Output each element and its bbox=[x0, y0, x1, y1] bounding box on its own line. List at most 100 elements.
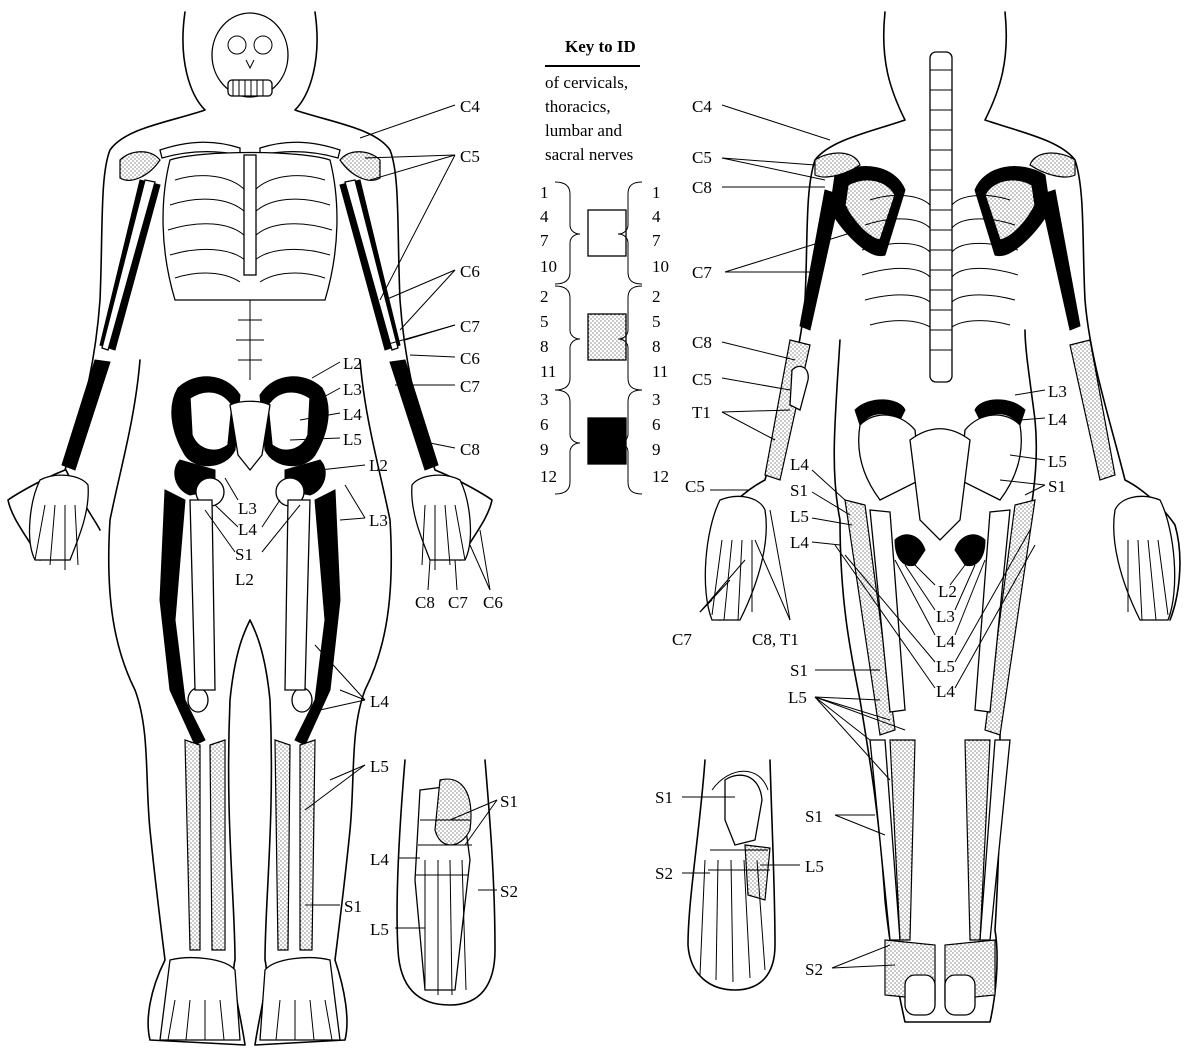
label-back-s1-c: S1 bbox=[790, 661, 808, 680]
key-number: 9 bbox=[540, 440, 549, 459]
label-front-c8: C8 bbox=[460, 440, 480, 459]
key-number: 8 bbox=[540, 337, 549, 356]
key-number: 7 bbox=[652, 231, 661, 250]
key-number: 6 bbox=[540, 415, 549, 434]
label-front-s1-b: S1 bbox=[344, 897, 362, 916]
back-foot-inset bbox=[688, 760, 775, 990]
key-subtitle-line-1: of cervicals, bbox=[545, 73, 628, 92]
label-back-s1-b: S1 bbox=[790, 481, 808, 500]
label-front-l3-a: L3 bbox=[343, 380, 362, 399]
label-front-c4: C4 bbox=[460, 97, 480, 116]
label-back-l5: L5 bbox=[1048, 452, 1067, 471]
label-foot-back-l5: L5 bbox=[805, 857, 824, 876]
label-front-c6-c: C6 bbox=[483, 593, 503, 612]
label-front-l3-b: L3 bbox=[369, 511, 388, 530]
key-number: 8 bbox=[652, 337, 661, 356]
key-number: 1 bbox=[652, 183, 661, 202]
label-back-c8: C8 bbox=[692, 178, 712, 197]
label-back-c5-c: C5 bbox=[685, 477, 705, 496]
key-number: 12 bbox=[652, 467, 669, 486]
key-number: 12 bbox=[540, 467, 557, 486]
key-number: 4 bbox=[540, 207, 549, 226]
key-swatch-white bbox=[588, 210, 626, 256]
label-back-c4: C4 bbox=[692, 97, 712, 116]
label-front-l3-c: L3 bbox=[238, 499, 257, 518]
label-back-c8-b: C8 bbox=[692, 333, 712, 352]
front-left-hand bbox=[30, 475, 89, 560]
label-foot-front-s1: S1 bbox=[500, 792, 518, 811]
label-back-l4-e: L4 bbox=[936, 682, 955, 701]
key-title: Key to ID bbox=[565, 37, 636, 56]
label-front-l2-b: L2 bbox=[369, 456, 388, 475]
key-number: 9 bbox=[652, 440, 661, 459]
label-foot-front-l5: L5 bbox=[370, 920, 389, 939]
front-right-hand bbox=[412, 475, 471, 560]
key-panel: Key to ID of cervicals, thoracics, lumba… bbox=[540, 37, 669, 494]
key-number: 6 bbox=[652, 415, 661, 434]
label-front-l4-b: L4 bbox=[238, 520, 257, 539]
key-swatch-black bbox=[588, 418, 626, 464]
key-group-white: 1 4 7 10 1 4 7 10 bbox=[540, 182, 669, 284]
back-figure bbox=[705, 12, 1180, 1022]
label-front-c7-a: C7 bbox=[460, 317, 480, 336]
label-front-l5-a: L5 bbox=[343, 430, 362, 449]
key-number: 5 bbox=[652, 312, 661, 331]
key-number: 10 bbox=[540, 257, 557, 276]
label-back-c5-b: C5 bbox=[692, 370, 712, 389]
label-back-t1: T1 bbox=[692, 403, 711, 422]
back-left-hand bbox=[705, 496, 766, 620]
label-back-s1-d: S1 bbox=[805, 807, 823, 826]
key-number: 10 bbox=[652, 257, 669, 276]
label-back-l4: L4 bbox=[1048, 410, 1067, 429]
key-number: 2 bbox=[652, 287, 661, 306]
key-group-black: 3 6 9 12 3 6 9 12 bbox=[540, 390, 669, 494]
label-back-l4-c: L4 bbox=[790, 533, 809, 552]
label-back-l5-b: L5 bbox=[790, 507, 809, 526]
key-subtitle-line-4: sacral nerves bbox=[545, 145, 633, 164]
label-front-l2-c: L2 bbox=[235, 570, 254, 589]
label-foot-front-l4: L4 bbox=[370, 850, 389, 869]
label-back-l2: L2 bbox=[938, 582, 957, 601]
label-back-c7: C7 bbox=[692, 263, 712, 282]
key-number: 4 bbox=[652, 207, 661, 226]
key-subtitle-line-3: lumbar and bbox=[545, 121, 622, 140]
label-front-c8-b: C8 bbox=[415, 593, 435, 612]
back-spine bbox=[930, 52, 952, 382]
label-back-c8-t1: C8, T1 bbox=[752, 630, 799, 649]
key-group-stippled: 2 5 8 11 2 5 8 11 bbox=[540, 286, 668, 390]
label-back-l3: L3 bbox=[1048, 382, 1067, 401]
key-number: 11 bbox=[540, 362, 556, 381]
key-number: 2 bbox=[540, 287, 549, 306]
key-subtitle-line-2: thoracics, bbox=[545, 97, 611, 116]
key-number: 7 bbox=[540, 231, 549, 250]
label-back-c5: C5 bbox=[692, 148, 712, 167]
key-number: 11 bbox=[652, 362, 668, 381]
label-front-c5: C5 bbox=[460, 147, 480, 166]
key-swatch-stippled bbox=[588, 314, 626, 360]
label-front-c6-a: C6 bbox=[460, 262, 480, 281]
label-front-l5-b: L5 bbox=[370, 757, 389, 776]
label-back-l4-d: L4 bbox=[936, 632, 955, 651]
label-foot-back-s2: S2 bbox=[655, 864, 673, 883]
label-front-c7-b: C7 bbox=[460, 377, 480, 396]
key-number: 3 bbox=[652, 390, 661, 409]
label-front-s1: S1 bbox=[235, 545, 253, 564]
label-back-l4-b: L4 bbox=[790, 455, 809, 474]
key-number: 1 bbox=[540, 183, 549, 202]
key-number: 3 bbox=[540, 390, 549, 409]
label-foot-front-s2: S2 bbox=[500, 882, 518, 901]
label-back-l5-d: L5 bbox=[788, 688, 807, 707]
front-ribcage bbox=[163, 153, 337, 301]
label-back-l5-c: L5 bbox=[936, 657, 955, 676]
front-skull bbox=[212, 13, 288, 97]
key-number: 5 bbox=[540, 312, 549, 331]
label-front-c6-b: C6 bbox=[460, 349, 480, 368]
label-back-l3-b: L3 bbox=[936, 607, 955, 626]
front-foot-inset bbox=[397, 760, 495, 1005]
label-back-s1: S1 bbox=[1048, 477, 1066, 496]
label-front-l4-c: L4 bbox=[370, 692, 389, 711]
label-back-c7-b: C7 bbox=[672, 630, 692, 649]
label-foot-back-s1: S1 bbox=[655, 788, 673, 807]
label-front-l2-a: L2 bbox=[343, 354, 362, 373]
